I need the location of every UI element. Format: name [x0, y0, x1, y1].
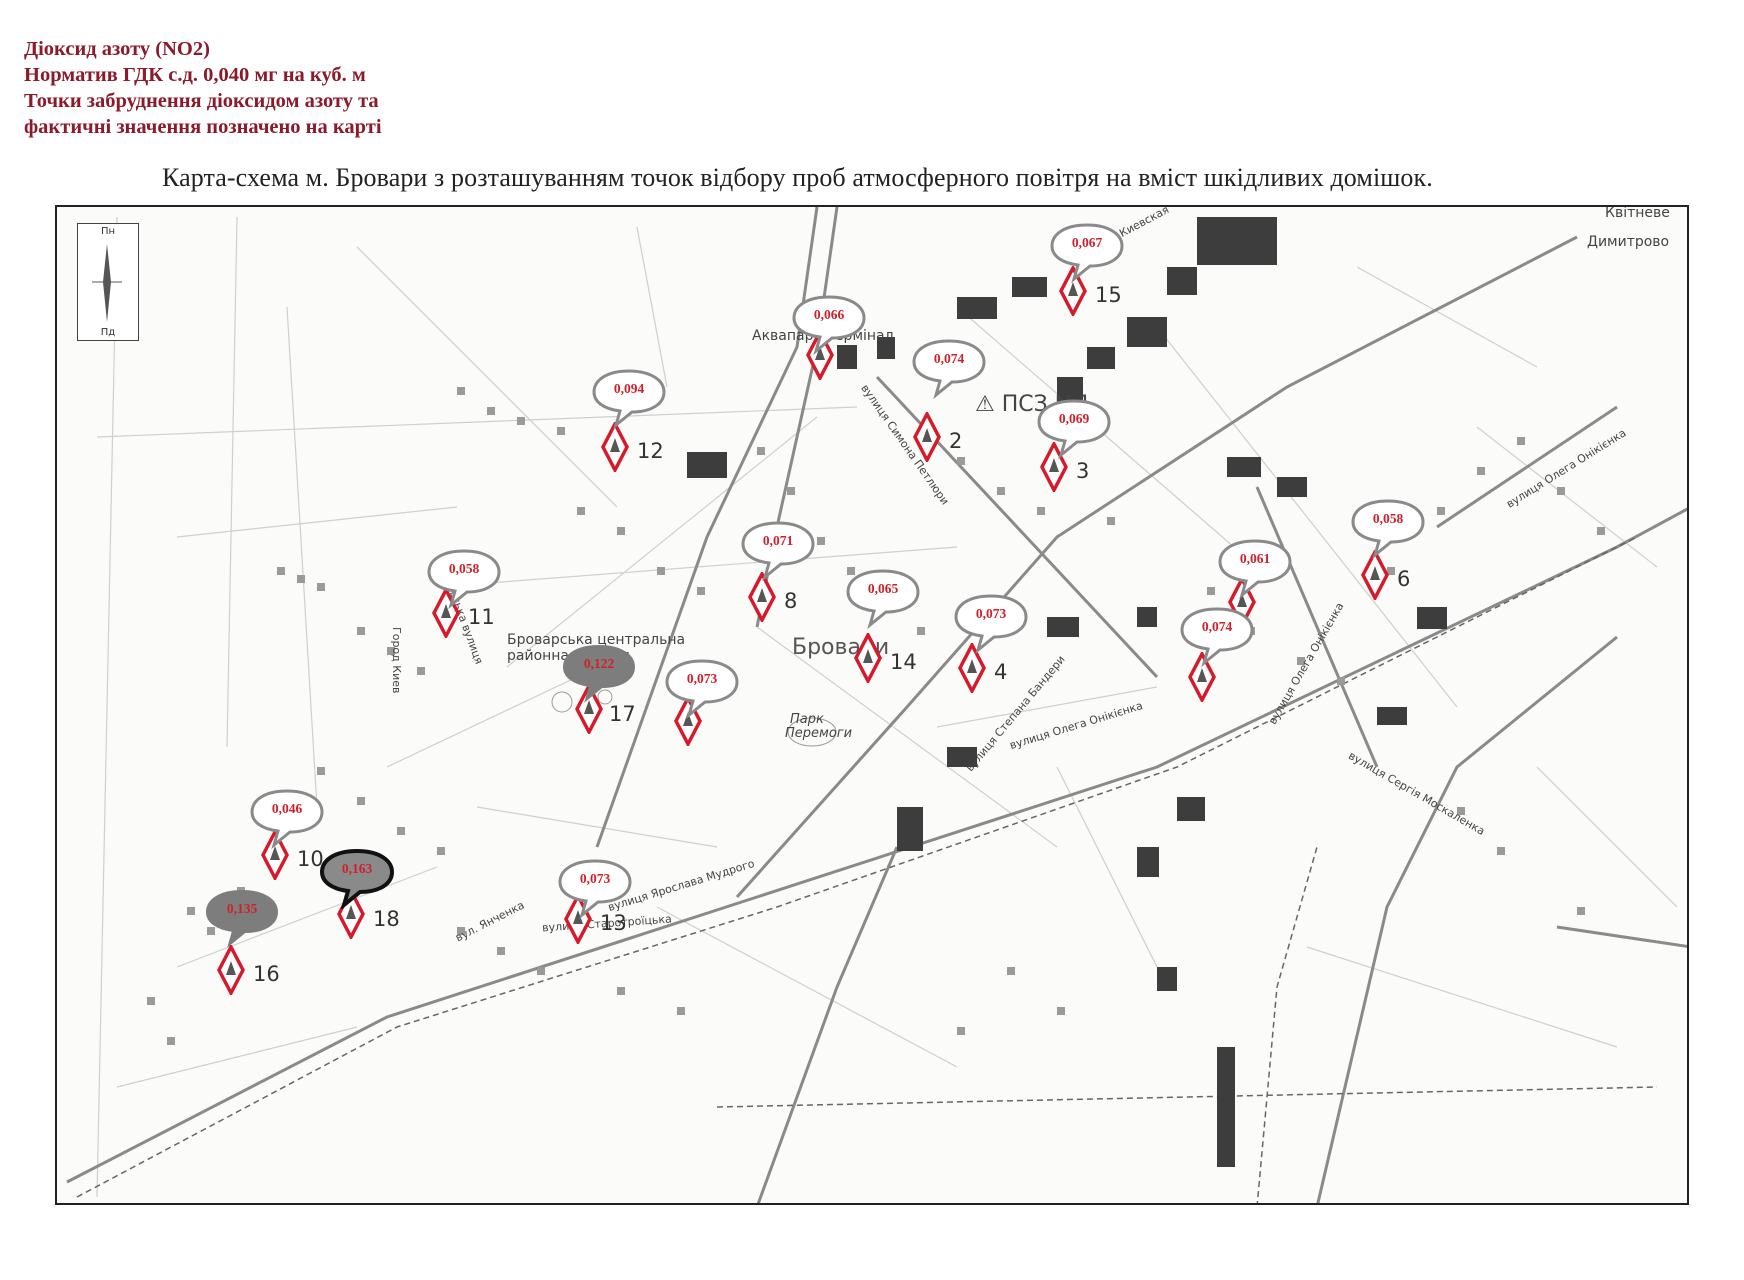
- point-11-value-callout: 0,058: [425, 547, 503, 609]
- legend-note-1: Точки забруднення діоксидом азоту та: [24, 90, 379, 112]
- point-6-marker-icon[interactable]: [1361, 550, 1389, 600]
- point-unlabeled-11-value: 0,061: [1239, 551, 1271, 566]
- point-2-number: 2: [949, 429, 963, 453]
- point-3-value: 0,069: [1058, 411, 1090, 426]
- industrial-buildings: [687, 217, 1447, 1167]
- compass-icon: [92, 244, 122, 322]
- point-14-number: 14: [890, 650, 917, 674]
- point-6-value-callout: 0,058: [1349, 497, 1427, 559]
- point-13-value-callout: 0,073: [556, 857, 634, 919]
- point-17-value-callout: 0,122: [560, 642, 638, 704]
- point-unlabeled-2-value: 0,066: [813, 307, 845, 322]
- compass-north-label: Пн: [100, 226, 116, 237]
- north-arrow: Пн Пд: [77, 223, 139, 341]
- point-10-number: 10: [297, 847, 324, 871]
- point-3-number: 3: [1076, 459, 1090, 483]
- point-15-number: 15: [1095, 283, 1122, 307]
- point-14-value-callout: 0,065: [844, 567, 922, 629]
- point-2-value: 0,074: [933, 351, 965, 366]
- label-park-2: Перемоги: [785, 726, 853, 741]
- label-horod-kyiv: Город Киев: [390, 627, 403, 694]
- pollutant-title: Діоксид азоту (NO2): [24, 38, 210, 60]
- point-4-number: 4: [994, 660, 1008, 684]
- point-12-value: 0,094: [613, 381, 645, 396]
- point-17-number: 17: [609, 702, 636, 726]
- point-11-number: 11: [468, 605, 495, 629]
- label-hospital-1: Броварська центральна: [507, 632, 686, 648]
- point-8-marker-icon[interactable]: [748, 572, 776, 622]
- point-unlabeled-12-value-callout: 0,074: [1178, 605, 1256, 667]
- point-unlabeled-12-marker-icon[interactable]: [1188, 652, 1216, 702]
- point-12-marker-icon[interactable]: [601, 422, 629, 472]
- point-8-value-callout: 0,071: [739, 519, 817, 581]
- point-14-value: 0,065: [867, 581, 899, 596]
- point-3-value-callout: 0,069: [1035, 397, 1113, 459]
- point-15-value-callout: 0,067: [1048, 221, 1126, 283]
- point-16-marker-icon[interactable]: [217, 945, 245, 995]
- norm-limit: Норматив ГДК с.д. 0,040 мг на куб. м: [24, 64, 366, 86]
- point-2-marker-icon[interactable]: [913, 412, 941, 462]
- point-13-value: 0,073: [579, 871, 611, 886]
- map-base: [66, 207, 1687, 1203]
- point-16-value: 0,135: [226, 901, 258, 916]
- point-10-value: 0,046: [271, 801, 303, 816]
- point-17-value: 0,122: [583, 656, 615, 671]
- map-title: Карта-схема м. Бровари з розташуванням т…: [162, 163, 1433, 192]
- point-4-marker-icon[interactable]: [958, 643, 986, 693]
- point-17-marker-icon[interactable]: [575, 684, 603, 734]
- minor-roads: [96, 216, 1678, 1198]
- point-12-number: 12: [637, 439, 664, 463]
- point-2-value-callout: 0,074: [910, 337, 988, 399]
- point-14-marker-icon[interactable]: [854, 633, 882, 683]
- point-6-number: 6: [1397, 567, 1411, 591]
- label-kvitneve: Квітневе: [1605, 205, 1670, 221]
- point-13-number: 13: [600, 911, 627, 935]
- point-15-value: 0,067: [1071, 235, 1103, 250]
- warning-icon: ⚠: [975, 392, 995, 417]
- point-18-value-callout: 0,163: [318, 847, 396, 909]
- point-16-number: 16: [253, 962, 280, 986]
- point-10-marker-icon[interactable]: [261, 830, 289, 880]
- point-unlabeled-12-value: 0,074: [1201, 619, 1233, 634]
- railway: [76, 536, 1658, 1203]
- compass-south-label: Пд: [100, 327, 116, 338]
- tracks: [551, 689, 837, 747]
- city-map[interactable]: Пн Пд Аквапарк Термінал ⚠ ПСЗ №1 Бровари…: [55, 205, 1689, 1205]
- point-unlabeled-11-value-callout: 0,061: [1216, 537, 1294, 599]
- point-unlabeled-14-value: 0,073: [686, 671, 718, 686]
- point-6-value: 0,058: [1372, 511, 1404, 526]
- label-dymytrovo: Димитрово: [1587, 234, 1670, 250]
- point-8-number: 8: [784, 589, 798, 613]
- point-12-value-callout: 0,094: [590, 367, 668, 429]
- legend-note-2: фактичні значення позначено на карті: [24, 116, 382, 138]
- point-4-value-callout: 0,073: [952, 592, 1030, 654]
- point-15-marker-icon[interactable]: [1059, 266, 1087, 316]
- point-8-value: 0,071: [762, 533, 794, 548]
- point-4-value: 0,073: [975, 606, 1007, 621]
- point-unlabeled-14-value-callout: 0,073: [663, 657, 741, 719]
- point-unlabeled-2-value-callout: 0,066: [790, 293, 868, 355]
- label-park-1: Парк: [790, 712, 824, 727]
- point-16-value-callout: 0,135: [203, 887, 281, 949]
- point-11-value: 0,058: [448, 561, 480, 576]
- legend-header: Діоксид азоту (NO2) Норматив ГДК с.д. 0,…: [24, 36, 382, 140]
- point-18-number: 18: [373, 907, 400, 931]
- point-10-value-callout: 0,046: [248, 787, 326, 849]
- point-18-value: 0,163: [341, 861, 373, 876]
